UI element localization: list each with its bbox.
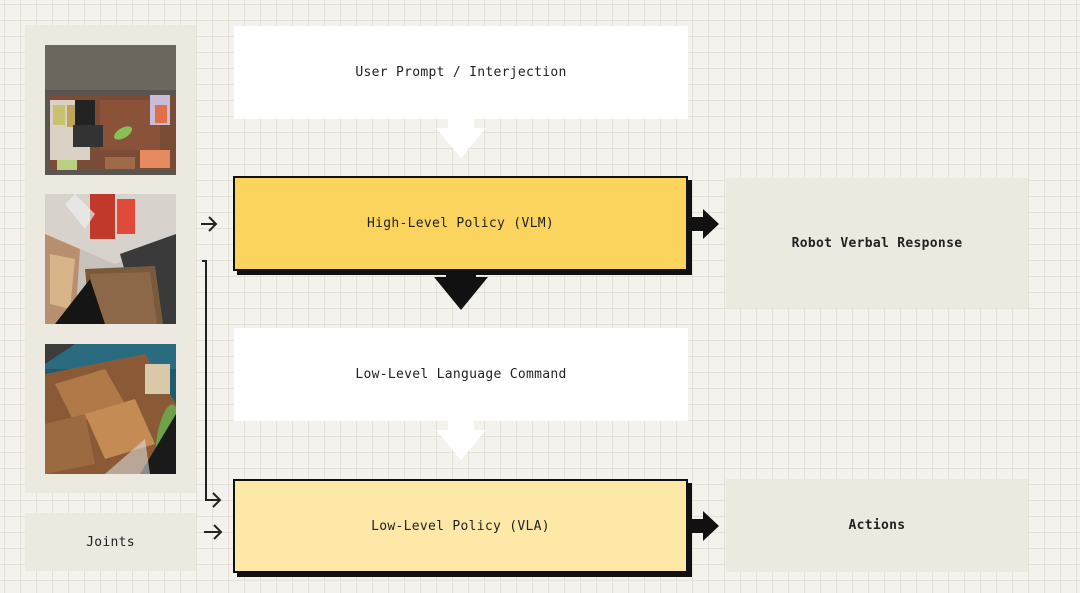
high-level-policy-label: High-Level Policy (VLM) [367, 216, 554, 231]
right-arrow-icon [691, 511, 719, 541]
joints-input-box: Joints [25, 513, 196, 571]
down-arrow-icon [434, 118, 488, 158]
robot-verbal-response-label: Robot Verbal Response [791, 235, 963, 251]
images-to-vla-connector-icon [198, 258, 228, 510]
user-prompt-box: User Prompt / Interjection [234, 26, 688, 119]
down-arrow-icon [434, 420, 488, 460]
high-level-policy-box: High-Level Policy (VLM) [233, 176, 688, 271]
low-level-policy-box: Low-Level Policy (VLA) [233, 479, 688, 573]
joints-to-vla-arrow-icon [198, 520, 226, 544]
down-arrow-icon [432, 272, 490, 312]
robot-camera-wrist-left-image [45, 194, 176, 324]
robot-camera-wrist-right-image [45, 344, 176, 474]
joints-label: Joints [86, 534, 135, 550]
robot-camera-overhead-image [45, 45, 176, 175]
actions-label: Actions [848, 518, 906, 533]
actions-box: Actions [726, 479, 1028, 572]
low-level-policy-label: Low-Level Policy (VLA) [371, 518, 550, 534]
images-to-vlm-arrow-icon [198, 212, 222, 236]
low-level-command-box: Low-Level Language Command [234, 328, 688, 421]
right-arrow-icon [691, 209, 719, 239]
robot-verbal-response-box: Robot Verbal Response [726, 178, 1028, 308]
user-prompt-label: User Prompt / Interjection [355, 65, 567, 80]
low-level-command-label: Low-Level Language Command [355, 367, 567, 382]
